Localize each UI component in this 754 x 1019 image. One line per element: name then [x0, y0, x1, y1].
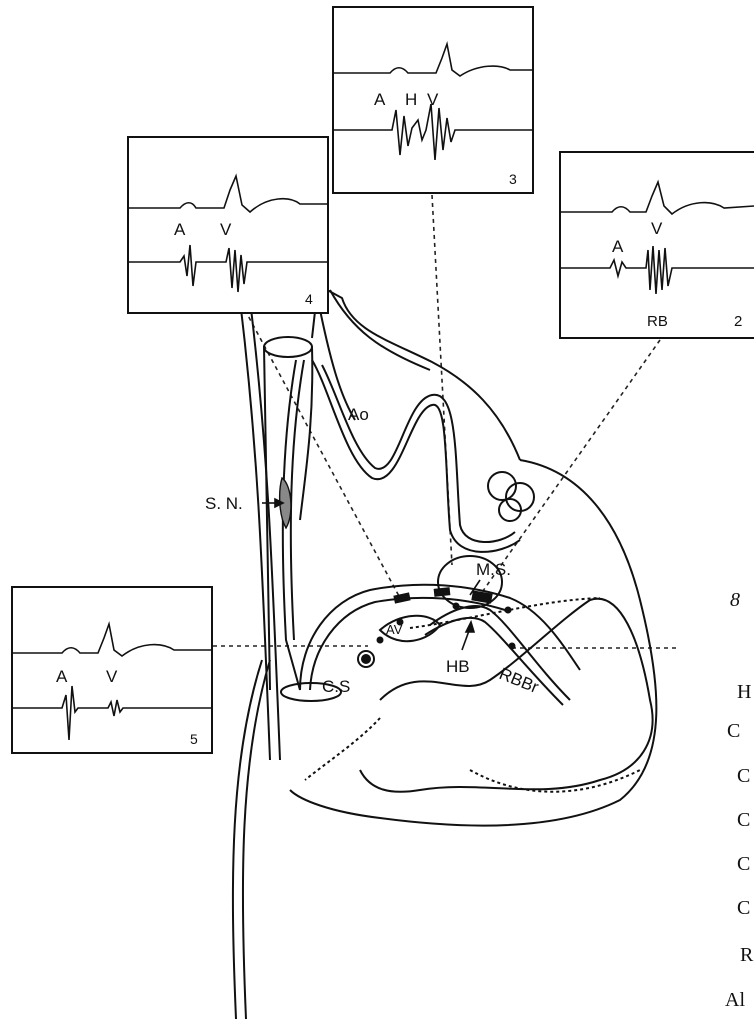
label-arrows: [262, 499, 480, 650]
wave-label-v: V: [651, 219, 663, 238]
recording-panel-5: A V 5: [12, 587, 212, 753]
label-his-bundle: HB: [446, 657, 470, 676]
cropped-text-4: C: [737, 809, 750, 831]
cropped-text-0: 8: [730, 589, 740, 611]
panel-number: 4: [305, 291, 313, 307]
wave-label-a: A: [174, 220, 186, 239]
recording-panel-2: A V RB 2: [560, 152, 754, 338]
wave-label-v: V: [427, 90, 439, 109]
wave-label-a: A: [612, 237, 624, 256]
wave-label-h: H: [405, 90, 417, 109]
cropped-side-text: 8 H C C C C C R Al: [725, 589, 754, 1011]
cropped-text-6: C: [737, 897, 750, 919]
recording-panel-3: A H V 3: [333, 7, 533, 193]
cropped-text-5: C: [737, 853, 750, 875]
wave-label-a: A: [374, 90, 386, 109]
label-sinus-node: S. N.: [205, 494, 243, 513]
wave-label-v: V: [106, 667, 118, 686]
cropped-text-2: C: [727, 720, 740, 742]
wave-label-a: A: [56, 667, 68, 686]
svc-opening: [264, 337, 312, 357]
panel-number: 2: [734, 313, 742, 330]
panel-number: 3: [509, 171, 517, 187]
panel-number: 5: [190, 731, 198, 747]
label-coronary-sinus: C.S: [322, 677, 350, 696]
cropped-text-3: C: [737, 765, 750, 787]
wave-label-rb: RB: [647, 313, 668, 330]
catheter: [233, 300, 280, 1019]
label-right-bundle-branch: RBBr: [497, 664, 542, 697]
label-aorta: Ao: [348, 405, 369, 424]
cropped-text-8: Al: [725, 989, 745, 1011]
cropped-text-7: R: [740, 944, 754, 966]
label-membranous-septum: M.S.: [476, 560, 511, 579]
wave-label-v: V: [220, 220, 232, 239]
label-av-node: AV: [386, 622, 403, 637]
cropped-text-1: H: [737, 681, 751, 703]
recording-panel-4: A V 4: [128, 137, 328, 313]
heart-outline: [264, 285, 656, 825]
